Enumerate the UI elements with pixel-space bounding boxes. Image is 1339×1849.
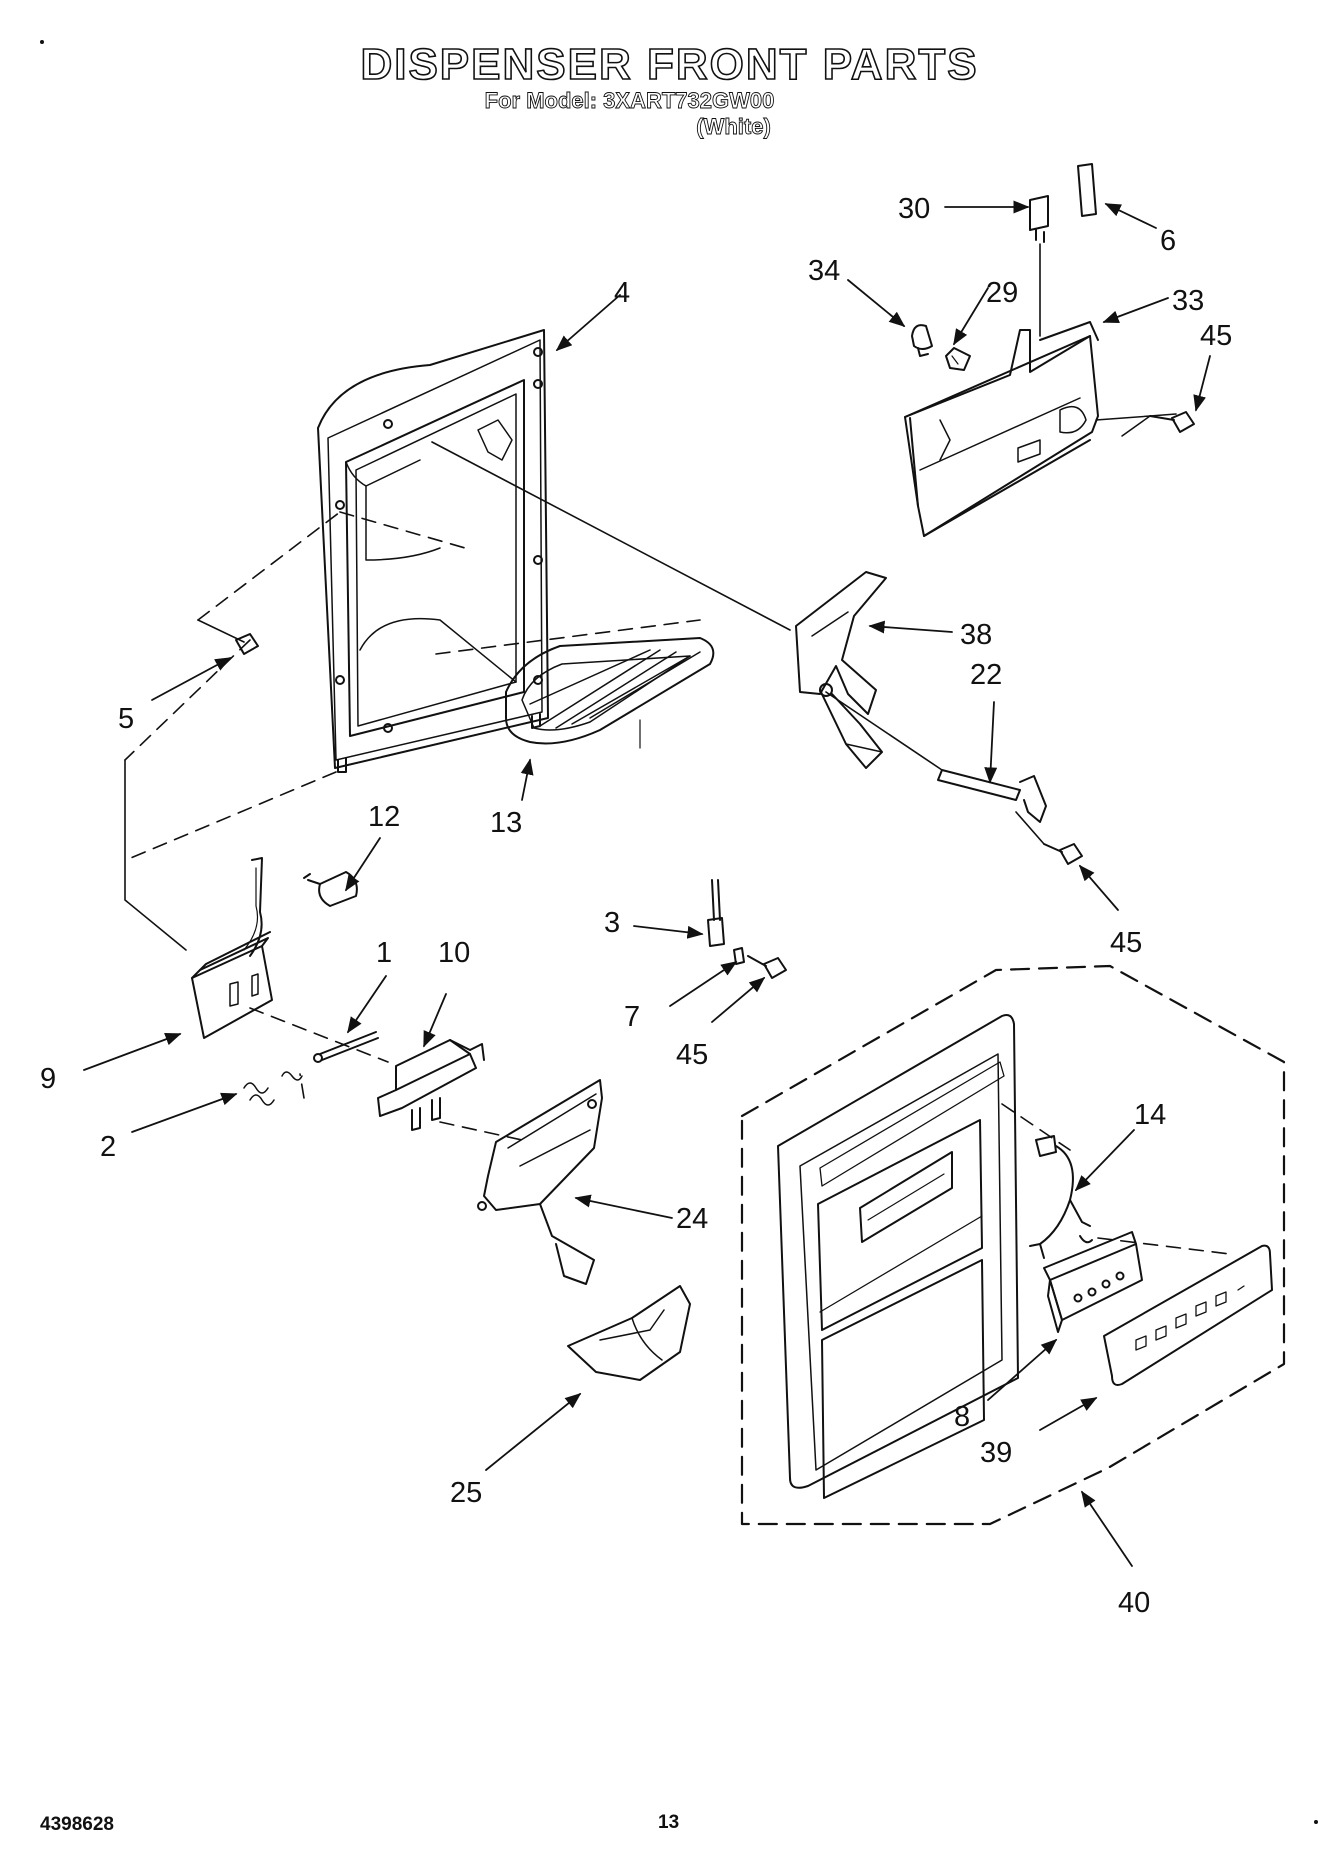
part-33-control-bracket — [904, 321, 1151, 537]
callout-45-top: 45 — [1200, 320, 1232, 352]
callout-7: 7 — [624, 1001, 640, 1033]
part-12-solenoid — [303, 871, 358, 907]
part-45-screw-middle — [1043, 843, 1083, 865]
callout-25: 25 — [450, 1477, 482, 1509]
callout-40: 40 — [1118, 1587, 1150, 1619]
part-3-contact — [707, 879, 725, 947]
scan-speck-bottom-right — [1314, 1820, 1318, 1824]
callout-6: 6 — [1160, 225, 1176, 257]
callout-33: 33 — [1172, 285, 1204, 317]
scan-speck-top-left — [40, 40, 44, 44]
callout-10: 10 — [438, 937, 470, 969]
part-25-chute-boot — [567, 1285, 691, 1381]
part-10-actuator — [377, 1039, 485, 1131]
part-39-overlay — [1103, 1244, 1273, 1386]
callout-24: 24 — [676, 1203, 708, 1235]
callout-leaders — [83, 200, 1211, 1567]
part-34-light-bulb — [911, 324, 933, 357]
part-45-screw-lower — [747, 955, 787, 979]
dispenser-front-panel — [777, 1014, 1019, 1499]
callout-29: 29 — [986, 277, 1018, 309]
callout-2: 2 — [100, 1131, 116, 1163]
callout-8: 8 — [954, 1401, 970, 1433]
part-24-chute-door — [477, 1079, 603, 1285]
part-8-control-board — [1043, 1231, 1143, 1333]
page-number: 13 — [658, 1812, 680, 1833]
callout-45-lower: 45 — [676, 1039, 708, 1071]
callout-34: 34 — [808, 255, 840, 287]
part-29-socket — [945, 347, 971, 371]
callout-1: 1 — [376, 937, 392, 969]
color-subtitle: (White) — [696, 114, 771, 140]
page-title: DISPENSER FRONT PARTS — [360, 39, 979, 90]
callout-45-middle: 45 — [1110, 927, 1142, 959]
callout-13: 13 — [490, 807, 522, 839]
callout-5: 5 — [118, 703, 134, 735]
solid-reference-lines — [124, 413, 1177, 951]
part-1-pin — [313, 1031, 379, 1063]
callout-30: 30 — [898, 193, 930, 225]
part-45-screw-upper — [1149, 411, 1195, 433]
part-2-spring — [243, 1071, 303, 1106]
part-4-dispenser-housing — [317, 329, 549, 773]
assembly-reference-lines — [124, 511, 1231, 1255]
part-40-front-assembly-boundary — [740, 964, 1286, 1526]
part-5-screw — [235, 633, 259, 655]
part-13-drip-tray — [505, 637, 715, 749]
model-subtitle: For Model: 3XART732GW00 — [484, 88, 775, 114]
part-9-solenoid-assembly — [191, 857, 273, 1039]
part-7-insulator — [733, 947, 745, 965]
callout-12: 12 — [368, 801, 400, 833]
callout-9: 9 — [40, 1063, 56, 1095]
part-6-insulator — [1077, 163, 1097, 217]
part-22-rod — [937, 769, 1047, 823]
callout-3: 3 — [604, 907, 620, 939]
part-14-wire-harness — [1029, 1135, 1093, 1259]
callout-39: 39 — [980, 1437, 1012, 1469]
part-30-switch — [1029, 195, 1049, 337]
callout-38: 38 — [960, 619, 992, 651]
callout-14: 14 — [1134, 1099, 1166, 1131]
callout-4: 4 — [614, 277, 630, 309]
document-number: 4398628 — [40, 1814, 114, 1835]
callout-22: 22 — [970, 659, 1002, 691]
callout-labels: 4 30 6 34 29 33 45 38 22 45 5 13 12 1 10… — [40, 193, 1232, 1619]
part-38-actuator-lever — [795, 571, 887, 769]
